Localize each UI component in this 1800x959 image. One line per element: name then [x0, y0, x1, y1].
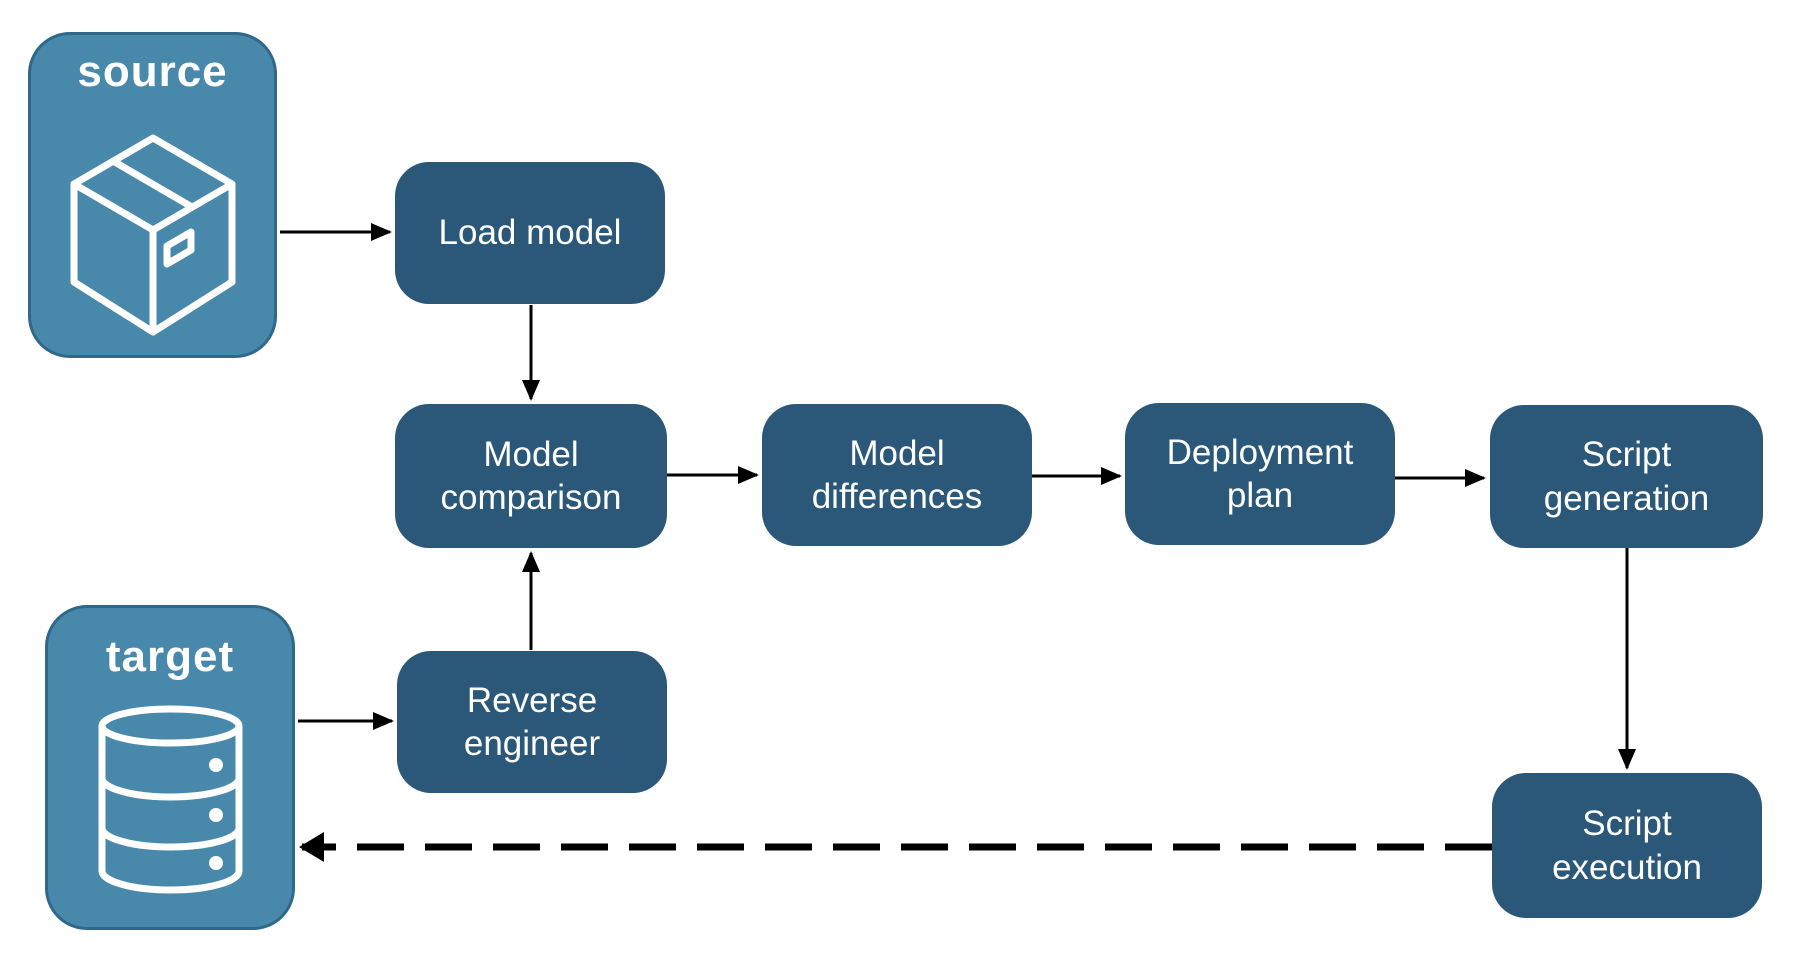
database-icon: [98, 705, 242, 894]
node-reverse-engineer: Reverse engineer: [397, 651, 667, 793]
target-store: target: [45, 605, 295, 930]
package-icon: [70, 134, 235, 336]
source-label: source: [77, 47, 228, 96]
node-load-model: Load model: [395, 162, 665, 304]
node-script-generation: Script generation: [1490, 405, 1763, 548]
node-script-execution: Script execution: [1492, 773, 1762, 918]
source-store: source: [28, 32, 277, 358]
node-deployment-plan: Deployment plan: [1125, 403, 1395, 545]
node-model-comparison: Model comparison: [395, 404, 667, 548]
node-model-differences: Model differences: [762, 404, 1032, 546]
target-label: target: [105, 632, 235, 681]
